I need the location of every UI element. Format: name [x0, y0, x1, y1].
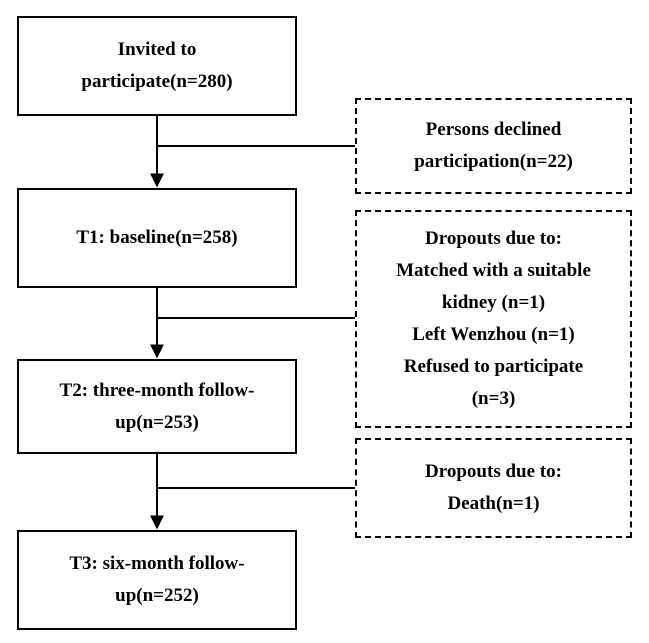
exclusion-dropouts-t2-line-1: Dropouts due to: — [425, 461, 562, 482]
exclusion-dropouts-t2-line-2: Death(n=1) — [447, 493, 540, 514]
exclusion-dropouts-t1: Dropouts due to: Matched with a suitable… — [355, 210, 632, 428]
step-invited-line-1: Invited to — [117, 39, 197, 60]
step-invited-line-2: participate(n=280) — [81, 71, 233, 92]
exclusion-dropouts-t1-line-4: Left Wenzhou (n=1) — [412, 324, 575, 345]
step-t1-baseline: T1: baseline(n=258) — [17, 188, 297, 288]
exclusion-dropouts-t1-line-5: Refused to participate — [403, 356, 584, 377]
step-t2-three-month: T2: three-month follow- up(n=253) — [17, 359, 297, 454]
exclusion-dropouts-t1-line-6: (n=3) — [471, 388, 516, 409]
step-invited: Invited to participate(n=280) — [17, 16, 297, 116]
step-t2-line-2: up(n=253) — [115, 411, 199, 433]
step-t3-line-1: T3: six-month follow- — [69, 553, 245, 574]
exclusion-dropouts-t2: Dropouts due to: Death(n=1) — [355, 438, 632, 538]
exclusion-dropouts-t1-line-2: Matched with a suitable — [396, 260, 591, 281]
step-t2-line-1: T2: three-month follow- — [59, 379, 255, 401]
exclusion-dropouts-t1-line-3: kidney (n=1) — [441, 292, 546, 313]
step-t3-line-2: up(n=252) — [115, 585, 199, 606]
exclusion-declined-line-1: Persons declined — [425, 119, 562, 140]
exclusion-declined-line-2: participation(n=22) — [414, 151, 573, 172]
exclusion-dropouts-t1-line-1: Dropouts due to: — [425, 228, 562, 249]
exclusion-declined: Persons declined participation(n=22) — [355, 98, 632, 194]
step-t1-line-1: T1: baseline(n=258) — [76, 227, 238, 248]
step-t3-six-month: T3: six-month follow- up(n=252) — [17, 530, 297, 630]
